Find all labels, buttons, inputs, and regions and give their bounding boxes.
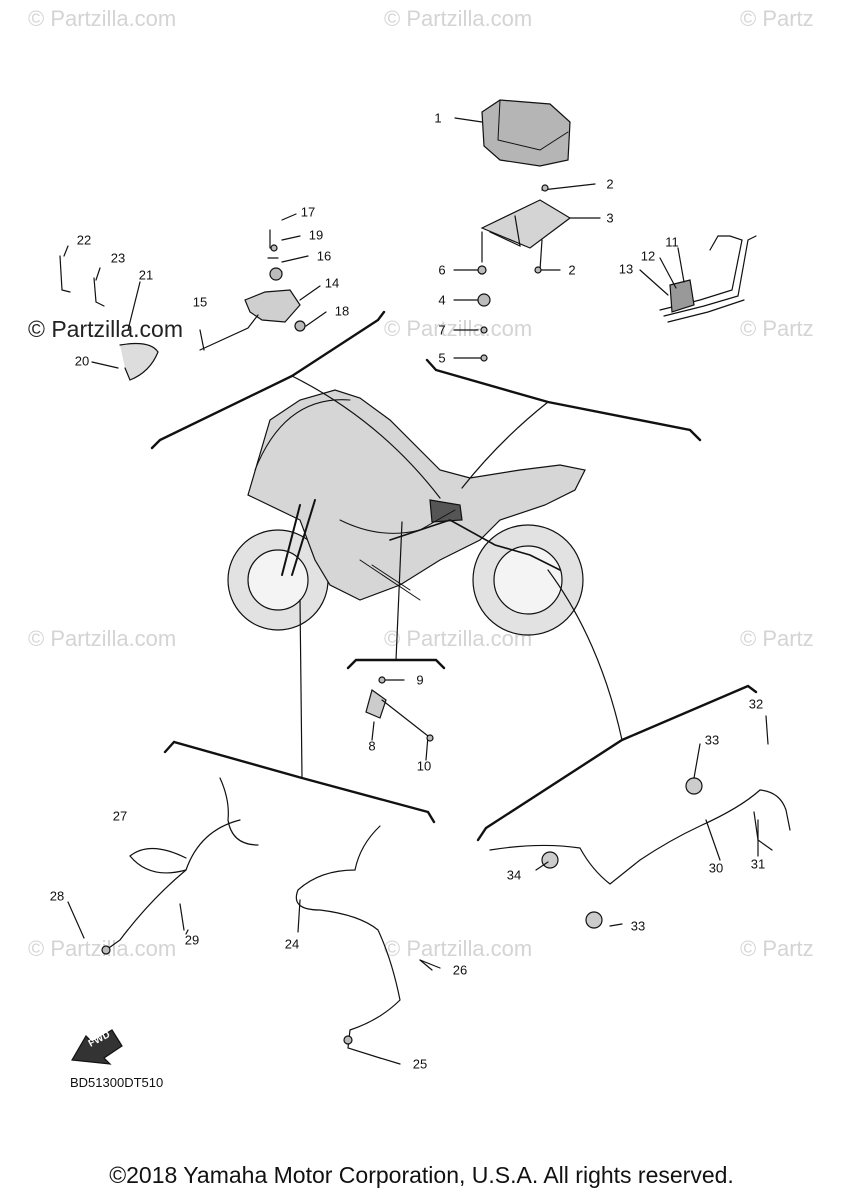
callout-18: 18 [334,303,350,319]
watermark: © Partzilla.com [384,316,533,341]
callout-13: 13 [618,261,634,277]
callout-4: 4 [438,292,446,308]
callout-31: 31 [750,856,766,872]
watermark: © Partzilla.com [384,936,533,961]
callout-25: 25 [412,1056,428,1072]
group-bracket [163,740,436,824]
leader-line [291,375,441,499]
callout-2: 2 [606,176,614,192]
callout-3: 3 [606,210,614,226]
callout-33: 33 [704,732,720,748]
brake-pipe-assembly [639,235,757,323]
watermark: © Partz [740,6,814,31]
callout-22: 22 [76,232,92,248]
leader-line [453,269,483,359]
sensor-harness [489,715,791,929]
callout-5: 5 [438,350,446,366]
watermark: © Partz [740,626,814,651]
callout-33: 33 [630,918,646,934]
callout-1: 1 [434,110,442,126]
callout-30: 30 [708,860,724,876]
callout-26: 26 [452,962,468,978]
callout-12: 12 [640,248,656,264]
callout-14: 14 [324,275,340,291]
small-fasteners [477,184,549,362]
callout-20: 20 [74,353,90,369]
group-bracket [346,658,446,670]
callout-7: 7 [438,322,446,338]
callout-10: 10 [416,758,432,774]
callout-17: 17 [300,204,316,220]
sensor-bracket-small [365,676,434,761]
callout-6: 6 [438,262,446,278]
watermark: © Partzilla.com [28,6,177,31]
callout-11: 11 [665,234,679,250]
leader-line [547,569,623,741]
watermark: © Partzilla.com [28,626,177,651]
copyright-notice: ©2018 Yamaha Motor Corporation, U.S.A. A… [109,1162,734,1188]
callout-16: 16 [316,248,332,264]
abs-unit [454,99,571,167]
callout-23: 23 [110,250,126,266]
callout-28: 28 [49,888,65,904]
leader-line [541,183,596,191]
callout-19: 19 [308,227,324,243]
callout-9: 9 [416,672,424,688]
callout-34: 34 [506,867,522,883]
fwd-arrow-icon [71,1029,123,1065]
drawing-code: BD51300DT510 [70,1075,164,1090]
callout-29: 29 [184,932,200,948]
callout-32: 32 [748,696,764,712]
watermark: © Partzilla.com [384,6,533,31]
sensor-bracket-parts [59,213,327,381]
callout-27: 27 [112,808,128,824]
callout-15: 15 [192,294,208,310]
group-bracket [425,358,702,442]
callout-21: 21 [138,267,154,283]
callout-2: 2 [568,262,576,278]
callout-24: 24 [284,936,300,952]
motorcycle-illustration [227,389,586,636]
watermark: © Partz [740,316,814,341]
leader-line [461,401,549,489]
leader-line [395,521,403,661]
watermark: © Partz [740,936,814,961]
callout-8: 8 [368,738,376,754]
abs-bracket [480,199,601,271]
watermark-dark: © Partzilla.com [28,316,183,342]
wheel-sensor-leads [67,777,441,1065]
group-bracket [476,684,758,842]
leader-line [299,599,303,779]
